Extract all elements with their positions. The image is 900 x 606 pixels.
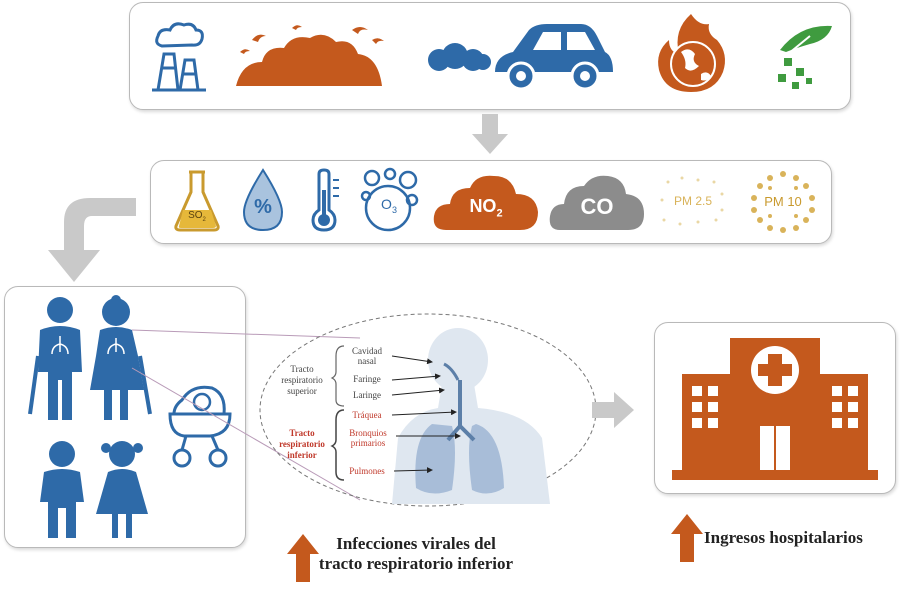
up-arrow-hospital <box>671 514 703 562</box>
tract-brackets <box>330 345 345 481</box>
lower-tract-label: Tracto respiratorio inferior <box>279 428 325 460</box>
factory-icon <box>152 22 206 92</box>
humidity-drop-icon <box>242 168 284 232</box>
hospital-icon <box>672 338 878 480</box>
o3-label: O3 <box>381 196 397 215</box>
right-arrow <box>592 392 634 428</box>
so2-label: SO2 <box>188 210 206 223</box>
pm10-particles-icon <box>751 171 815 233</box>
no2-cloud-icon <box>433 175 538 230</box>
down-arrow <box>472 114 508 154</box>
lower-item-0: Tráquea <box>352 410 382 420</box>
infections-label: Infecciones virales del tracto respirato… <box>318 534 514 573</box>
upper-item-0: Cavidad nasal <box>352 346 382 366</box>
upper-tract-label: Tracto respiratorio superior <box>281 364 323 396</box>
sources-panel <box>129 2 851 110</box>
girl-icon <box>96 441 148 538</box>
car-exhaust-icon <box>428 24 613 91</box>
upper-item-2: Laringe <box>353 390 381 400</box>
baby-stroller-icon <box>168 385 232 468</box>
pm10-label: PM 10 <box>764 194 802 209</box>
flask-icon <box>174 170 220 232</box>
elderly-woman-icon <box>90 295 152 420</box>
lower-item-1: Bronquios primarios <box>349 428 387 448</box>
thermometer-icon <box>311 168 339 232</box>
humidity-label: % <box>254 196 272 218</box>
plant-hand-icon <box>778 25 832 89</box>
curved-arrow <box>48 198 136 282</box>
co-cloud-icon <box>549 175 644 230</box>
up-arrow-infections <box>287 534 319 582</box>
no2-label: NO2 <box>469 196 503 220</box>
hospital-label: Ingresos hospitalarios <box>704 528 863 547</box>
burning-earth-icon <box>658 14 725 92</box>
boy-icon <box>40 441 84 538</box>
human-torso-illustration <box>392 328 550 504</box>
pm25-particles-icon <box>660 176 724 226</box>
ozone-icon <box>360 167 419 232</box>
co-label: CO <box>580 194 614 219</box>
elderly-man-icon <box>28 297 82 420</box>
pm25-label: PM 2.5 <box>673 194 712 208</box>
lower-item-2: Pulmones <box>349 466 385 476</box>
wildfire-icon <box>236 25 384 86</box>
upper-item-1: Faringe <box>353 374 381 384</box>
